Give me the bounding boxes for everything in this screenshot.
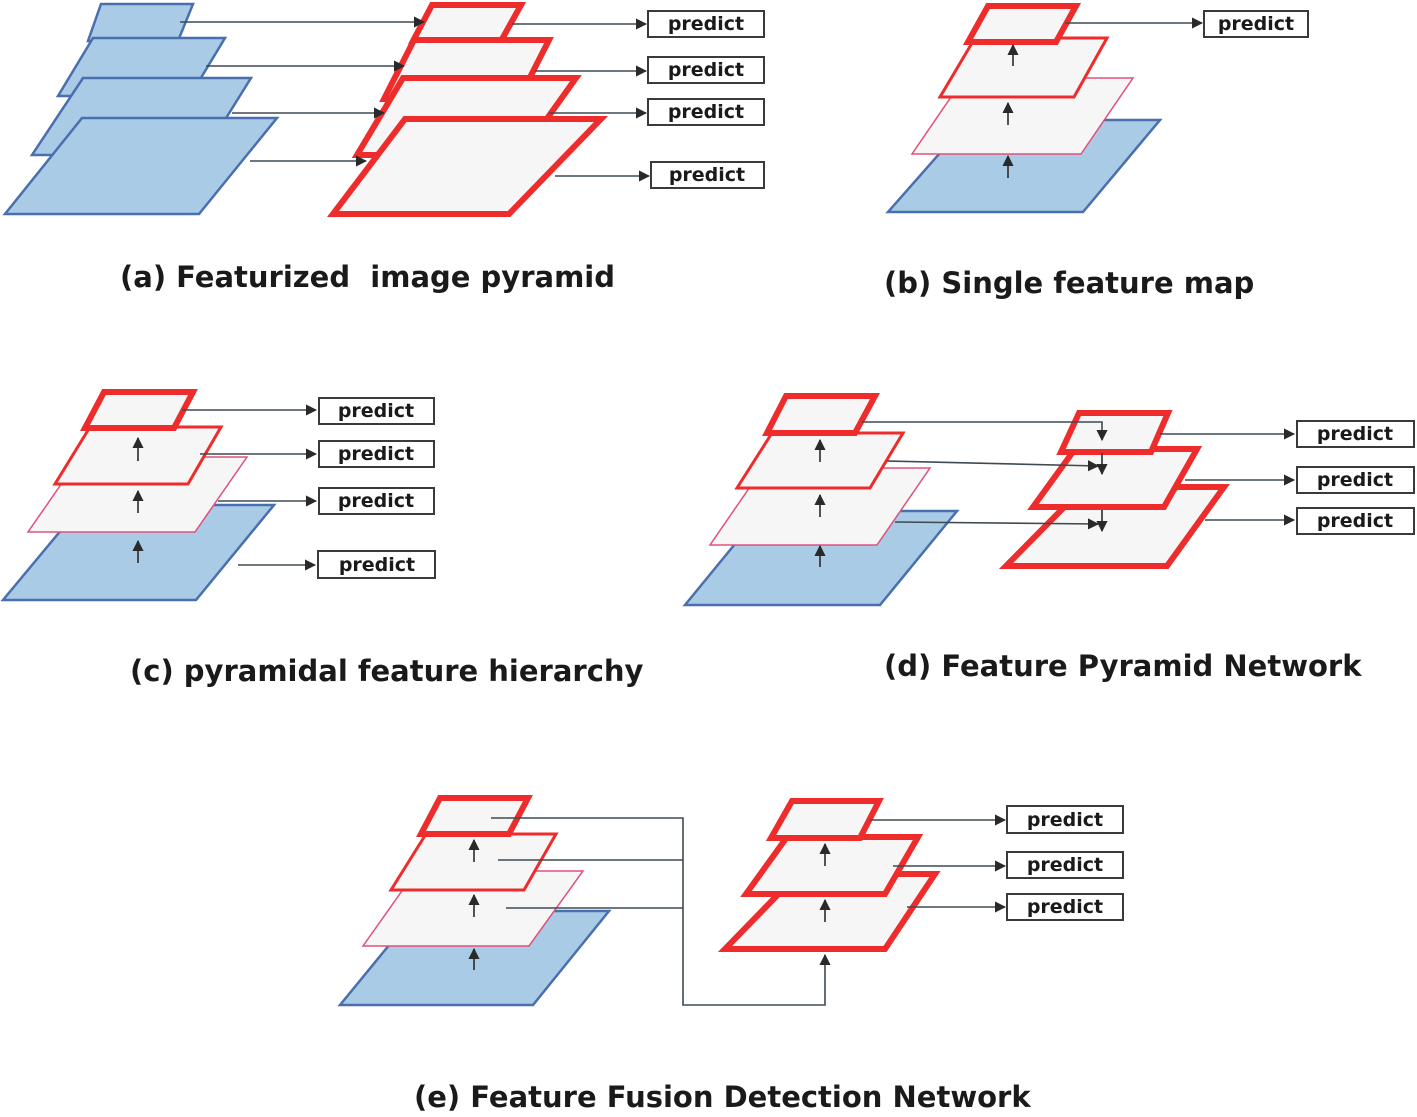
predict-label: predict — [1317, 510, 1393, 532]
predict-box: predict — [650, 161, 765, 189]
predict-label: predict — [1027, 896, 1103, 918]
bottom-up-level-3 — [762, 393, 881, 436]
caption-b: (b) Single feature map — [884, 266, 1254, 300]
feature-map-4 — [408, 1, 527, 44]
predict-label: predict — [338, 400, 414, 422]
predict-label: predict — [338, 443, 414, 465]
predict-box: predict — [318, 487, 435, 515]
predict-label: predict — [668, 59, 744, 81]
predict-label: predict — [1317, 423, 1393, 445]
predict-label: predict — [669, 164, 745, 186]
predict-box: predict — [647, 56, 765, 84]
lateral-connection — [886, 460, 1100, 472]
panel-b: predict (b) Single feature map — [884, 3, 1309, 300]
caption-a: (a) Featurized image pyramid — [120, 260, 615, 294]
predict-box: predict — [1203, 10, 1309, 38]
top-down-level-3 — [1056, 410, 1173, 455]
lateral-connection — [894, 518, 1100, 530]
predict-box: predict — [1296, 420, 1415, 448]
image-level-1 — [2, 116, 280, 216]
panel-e: predict predict predict (e) Feature Fusi… — [337, 795, 1124, 1114]
predict-box: predict — [318, 397, 435, 425]
feature-level-2 — [937, 36, 1110, 99]
predict-label: predict — [1027, 809, 1103, 831]
predict-box: predict — [318, 440, 435, 468]
feature-level-3 — [962, 3, 1082, 45]
caption-e: (e) Feature Fusion Detection Network — [414, 1080, 1031, 1114]
caption-c: (c) pyramidal feature hierarchy — [130, 654, 644, 688]
predict-label: predict — [668, 13, 744, 35]
fusion-connector — [491, 817, 831, 1006]
fused-level-3 — [765, 798, 884, 841]
predict-label: predict — [1317, 469, 1393, 491]
predict-box: predict — [1296, 507, 1415, 535]
predict-label: predict — [1027, 854, 1103, 876]
predict-box: predict — [1296, 466, 1415, 494]
predict-label: predict — [339, 554, 415, 576]
panel-a: predict predict predict predict (a) Feat… — [2, 1, 765, 294]
predict-box: predict — [647, 10, 765, 38]
predict-box: predict — [647, 98, 765, 126]
fused-level-2 — [740, 834, 924, 897]
predict-box: predict — [1006, 851, 1124, 879]
backbone-level-3 — [416, 795, 533, 837]
top-down-level-2 — [1027, 446, 1203, 510]
predict-box: predict — [317, 550, 436, 579]
lateral-connection — [862, 421, 1108, 442]
predict-box: predict — [1006, 893, 1124, 921]
feature-level-3 — [80, 389, 198, 431]
feature-map-1 — [326, 116, 609, 217]
predict-label: predict — [338, 490, 414, 512]
predict-label: predict — [668, 101, 744, 123]
panel-c: predict predict predict predict (c) pyra… — [0, 389, 644, 688]
predict-box: predict — [1006, 805, 1124, 834]
caption-d: (d) Feature Pyramid Network — [884, 649, 1362, 683]
panel-d: predict predict predict (d) Feature Pyra… — [682, 393, 1415, 683]
predict-label: predict — [1218, 13, 1294, 35]
image-level-4 — [86, 2, 195, 43]
